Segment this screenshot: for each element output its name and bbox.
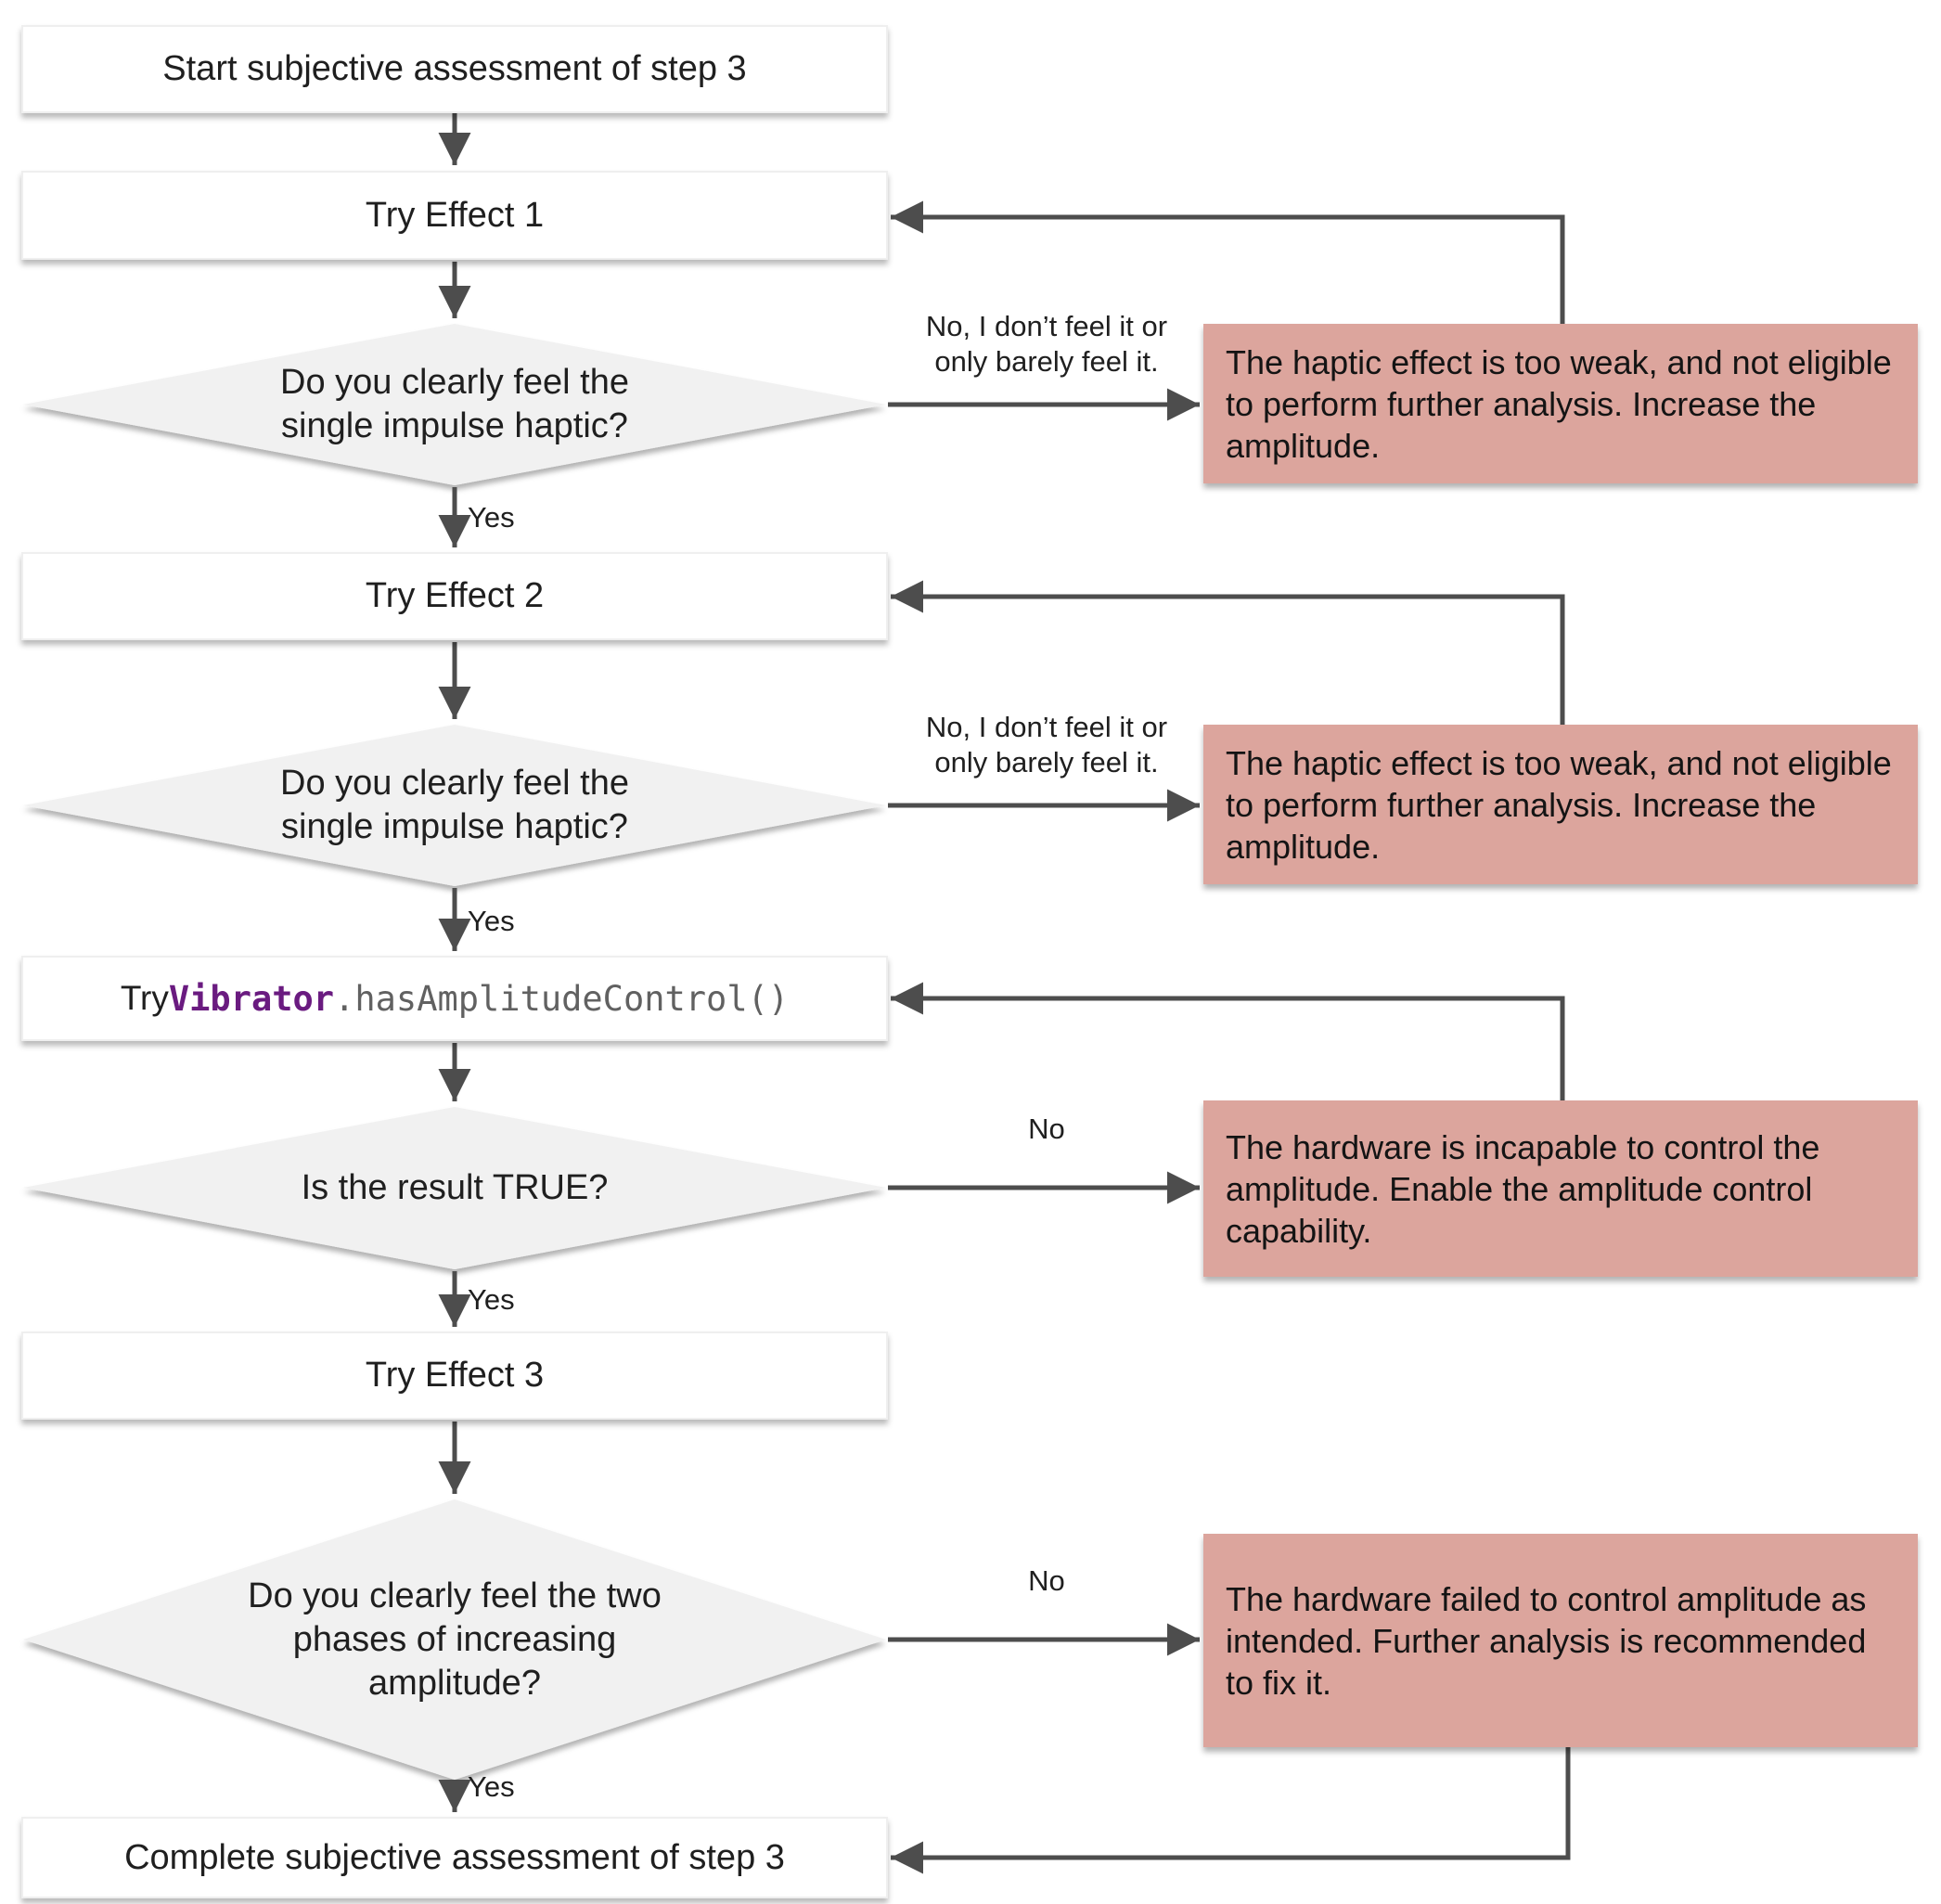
try-effect-1-node: Try Effect 1 xyxy=(21,171,888,260)
decision-2-text: Do you clearly feel the single impulse h… xyxy=(116,762,793,849)
try-effect-2-node: Try Effect 2 xyxy=(21,552,888,640)
edge-label-yes-3: Yes xyxy=(468,1283,515,1316)
edge-label-no-result: No xyxy=(1028,1113,1065,1145)
complete-node-label: Complete subjective assessment of step 3 xyxy=(124,1837,785,1877)
decision-1-diamond xyxy=(23,324,886,485)
edge-label-no-feel-1-line2: only barely feel it. xyxy=(934,345,1159,378)
decision-4-text: Do you clearly feel the two phases of in… xyxy=(116,1575,793,1705)
api-call-method: .hasAmplitudeControl() xyxy=(334,978,790,1019)
decision-1-text: Do you clearly feel the single impulse h… xyxy=(116,361,793,448)
alert-too-weak-1-text: The haptic effect is too weak, and not e… xyxy=(1226,342,1892,465)
decision-2-diamond xyxy=(23,725,886,886)
try-effect-1-label: Try Effect 1 xyxy=(365,195,545,235)
edge-label-no-feel-1: No, I don’t feel it or only barely feel … xyxy=(891,309,1202,380)
decision-4-line3: amplitude? xyxy=(368,1664,541,1703)
alert-too-weak-2: The haptic effect is too weak, and not e… xyxy=(1203,725,1918,884)
decision-3-diamond xyxy=(23,1107,886,1269)
edge-label-yes-1: Yes xyxy=(468,501,515,534)
alert-incapable: The hardware is incapable to control the… xyxy=(1203,1100,1918,1277)
loopback-alert1-to-try1 xyxy=(891,200,1565,324)
flow-arrows xyxy=(438,113,1571,1874)
alert-incapable-text: The hardware is incapable to control the… xyxy=(1226,1127,1820,1250)
alert-failed: The hardware failed to control amplitude… xyxy=(1203,1534,1918,1747)
edge-label-no-phases: No xyxy=(1028,1564,1065,1597)
start-node: Start subjective assessment of step 3 xyxy=(21,25,888,113)
try-effect-3-label: Try Effect 3 xyxy=(365,1356,545,1395)
loopback-alert2-to-try2 xyxy=(891,580,1565,725)
edge-label-no-feel-2-line2: only barely feel it. xyxy=(934,746,1159,778)
edge-label-no-feel-1-line1: No, I don’t feel it or xyxy=(925,310,1168,342)
edge-label-no-feel-2-line1: No, I don’t feel it or xyxy=(925,711,1168,743)
connector-alert4-to-complete xyxy=(891,1747,1571,1874)
alert-too-weak-2-text: The haptic effect is too weak, and not e… xyxy=(1226,743,1892,866)
edge-label-no-feel-2: No, I don’t feel it or only barely feel … xyxy=(891,710,1202,780)
edge-label-yes-4: Yes xyxy=(468,1770,515,1803)
decision-1-line2: single impulse haptic? xyxy=(281,406,628,445)
try-effect-3-node: Try Effect 3 xyxy=(21,1332,888,1420)
decision-3-line1: Is the result TRUE? xyxy=(301,1168,609,1207)
try-effect-2-label: Try Effect 2 xyxy=(365,576,545,615)
complete-node: Complete subjective assessment of step 3 xyxy=(21,1817,888,1898)
decision-2-line2: single impulse haptic? xyxy=(281,807,628,846)
decision-4-line1: Do you clearly feel the two xyxy=(248,1576,662,1615)
api-call-prefix: Try xyxy=(120,979,169,1017)
loopback-alert3-to-code xyxy=(891,982,1565,1100)
api-call-class: Vibrator xyxy=(168,978,335,1019)
decision-4-line2: phases of increasing xyxy=(292,1620,617,1659)
alert-too-weak-1: The haptic effect is too weak, and not e… xyxy=(1203,324,1918,483)
decision-1-line1: Do you clearly feel the xyxy=(280,363,629,402)
decision-2-line1: Do you clearly feel the xyxy=(280,764,629,803)
api-call-node: Try Vibrator .hasAmplitudeControl() xyxy=(21,956,888,1041)
edge-label-yes-2: Yes xyxy=(468,905,515,937)
decision-3-text: Is the result TRUE? xyxy=(116,1166,793,1210)
start-node-label: Start subjective assessment of step 3 xyxy=(162,49,747,88)
decision-4-diamond xyxy=(23,1499,886,1780)
alert-failed-text: The hardware failed to control amplitude… xyxy=(1226,1579,1867,1702)
